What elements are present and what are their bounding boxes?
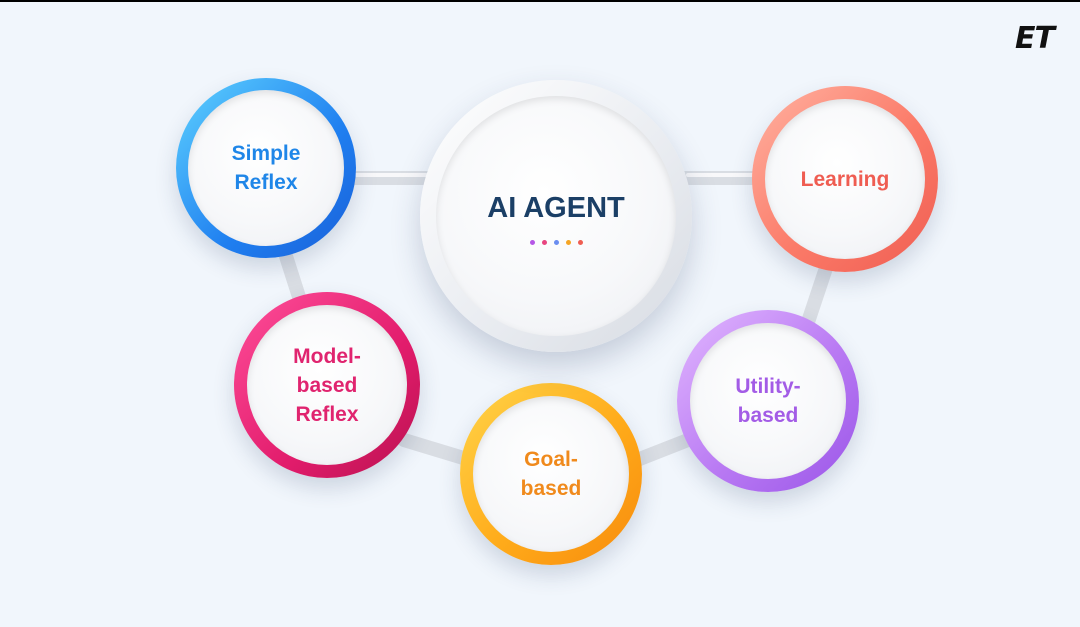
link-learning-utility	[801, 261, 833, 329]
dot-5	[577, 239, 583, 245]
node-simple-reflex: Simple Reflex	[176, 78, 356, 258]
link-model-goal	[397, 433, 477, 467]
node-model-based-reflex: Model-based Reflex	[234, 292, 420, 478]
dot-4	[565, 239, 571, 245]
link-goal-utility	[625, 433, 695, 469]
node-utility-based: Utility-based	[677, 310, 859, 492]
ai-agent-title: AI AGENT	[487, 191, 625, 224]
simple-reflex-label: Simple Reflex	[231, 142, 301, 194]
learning-label: Learning	[800, 167, 890, 191]
utility-based-label: Utility-based	[735, 375, 801, 427]
goal-based-label: Goal-based	[520, 448, 582, 500]
link-simple-model	[277, 243, 307, 307]
node-ai-agent: AI AGENT	[420, 80, 692, 352]
top-border	[0, 0, 1080, 2]
node-learning: Learning	[752, 86, 938, 272]
decorative-dots	[529, 239, 583, 245]
dot-3	[553, 239, 559, 245]
dot-1	[529, 239, 535, 245]
et-logo: ET	[1015, 21, 1055, 56]
model-based-reflex-label: Model-based Reflex	[293, 344, 361, 426]
node-goal-based: Goal-based	[460, 383, 642, 565]
dot-2	[541, 239, 547, 245]
